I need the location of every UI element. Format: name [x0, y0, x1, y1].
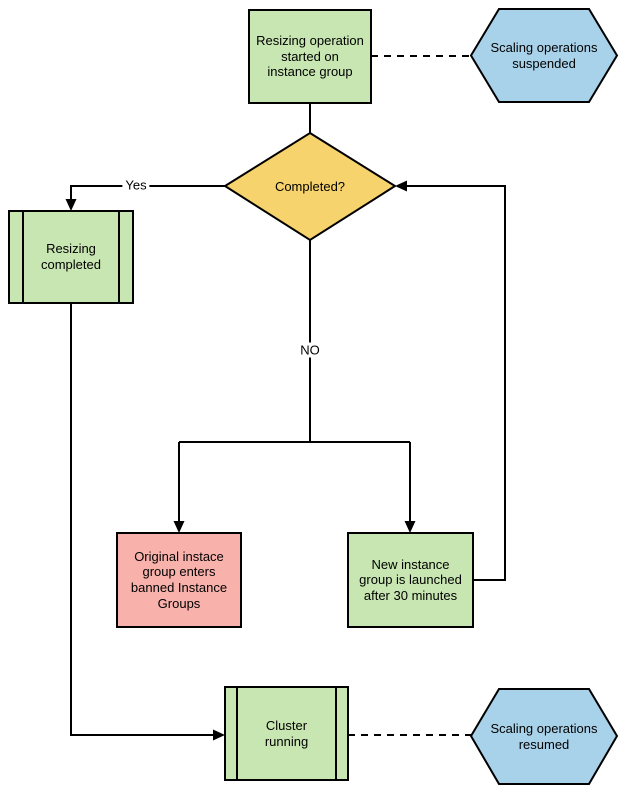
arrowhead-banned [173, 521, 185, 533]
node-completed-shape [223, 131, 397, 242]
arrowhead-yes [65, 199, 77, 211]
node-suspended-shape [469, 8, 619, 103]
node-resumed-shape [469, 688, 619, 785]
connector-feedback-loop [405, 185, 506, 581]
arrowhead-cluster [213, 729, 225, 741]
connector-yes [70, 185, 225, 201]
connector-resizing-to-cluster [70, 303, 215, 736]
node-resizing-completed-shape [8, 210, 134, 304]
edge-label-no: NO [297, 342, 323, 358]
connector-no-split [178, 240, 411, 523]
arrowhead-new-instance [404, 521, 416, 533]
node-banned-shape [116, 532, 242, 628]
edge-label-yes: Yes [122, 177, 150, 193]
node-cluster-shape [224, 686, 349, 781]
node-new-instance-shape [347, 532, 474, 628]
arrowhead-feedback [395, 180, 407, 192]
node-start-shape [248, 9, 372, 104]
